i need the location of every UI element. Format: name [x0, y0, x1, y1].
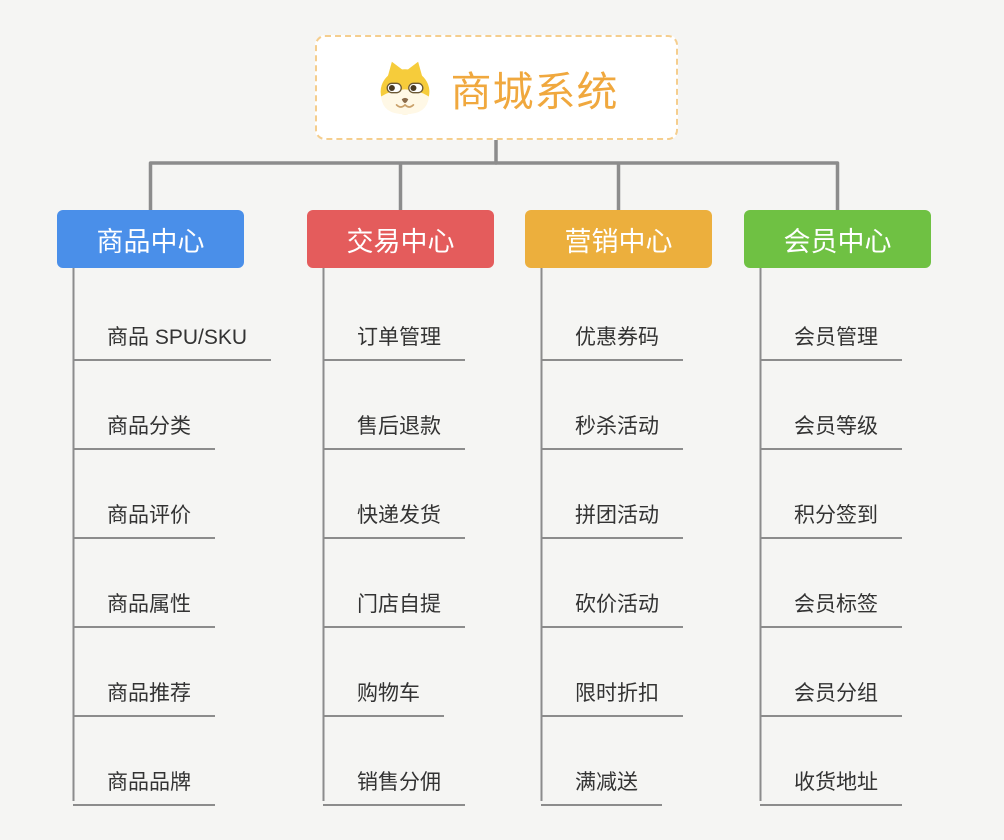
leaf-node-shipping-address[interactable]: 收货地址 — [760, 766, 902, 806]
branch-header-trade-center[interactable]: 交易中心 — [307, 210, 494, 268]
leaf-node-aftersale-refund[interactable]: 售后退款 — [323, 410, 465, 450]
leaf-node-full-reduction[interactable]: 满减送 — [541, 766, 662, 806]
leaf-node-express-delivery[interactable]: 快递发货 — [323, 499, 465, 539]
root-node[interactable]: 商城系统 — [315, 35, 678, 140]
leaf-node-product-brand[interactable]: 商品品牌 — [73, 766, 215, 806]
leaf-node-shopping-cart[interactable]: 购物车 — [323, 677, 444, 717]
branch-header-marketing-center[interactable]: 营销中心 — [525, 210, 712, 268]
branch-header-member-center[interactable]: 会员中心 — [744, 210, 931, 268]
leaf-node-product-recommend[interactable]: 商品推荐 — [73, 677, 215, 717]
leaf-node-group-buy[interactable]: 拼团活动 — [541, 499, 683, 539]
leaf-node-flash-sale[interactable]: 秒杀活动 — [541, 410, 683, 450]
leaf-node-bargain-activity[interactable]: 砍价活动 — [541, 588, 683, 628]
leaf-node-coupon-code[interactable]: 优惠券码 — [541, 321, 683, 361]
leaf-node-product-spu-sku[interactable]: 商品 SPU/SKU — [73, 321, 272, 361]
leaf-node-product-category[interactable]: 商品分类 — [73, 410, 215, 450]
leaf-node-member-tag[interactable]: 会员标签 — [760, 588, 902, 628]
leaf-node-sales-commission[interactable]: 销售分佣 — [323, 766, 465, 806]
leaf-node-member-management[interactable]: 会员管理 — [760, 321, 902, 361]
root-title: 商城系统 — [450, 68, 619, 115]
leaf-node-member-level[interactable]: 会员等级 — [760, 410, 902, 450]
leaf-node-limited-time-discount[interactable]: 限时折扣 — [541, 677, 683, 717]
leaf-node-points-checkin[interactable]: 积分签到 — [760, 499, 902, 539]
leaf-node-member-group[interactable]: 会员分组 — [760, 677, 902, 717]
leaf-node-store-pickup[interactable]: 门店自提 — [323, 588, 465, 628]
leaf-node-product-attribute[interactable]: 商品属性 — [73, 588, 215, 628]
shiba-dog-icon — [375, 58, 435, 118]
branch-header-product-center[interactable]: 商品中心 — [57, 210, 244, 268]
leaf-node-product-review[interactable]: 商品评价 — [73, 499, 215, 539]
leaf-node-order-management[interactable]: 订单管理 — [323, 321, 465, 361]
